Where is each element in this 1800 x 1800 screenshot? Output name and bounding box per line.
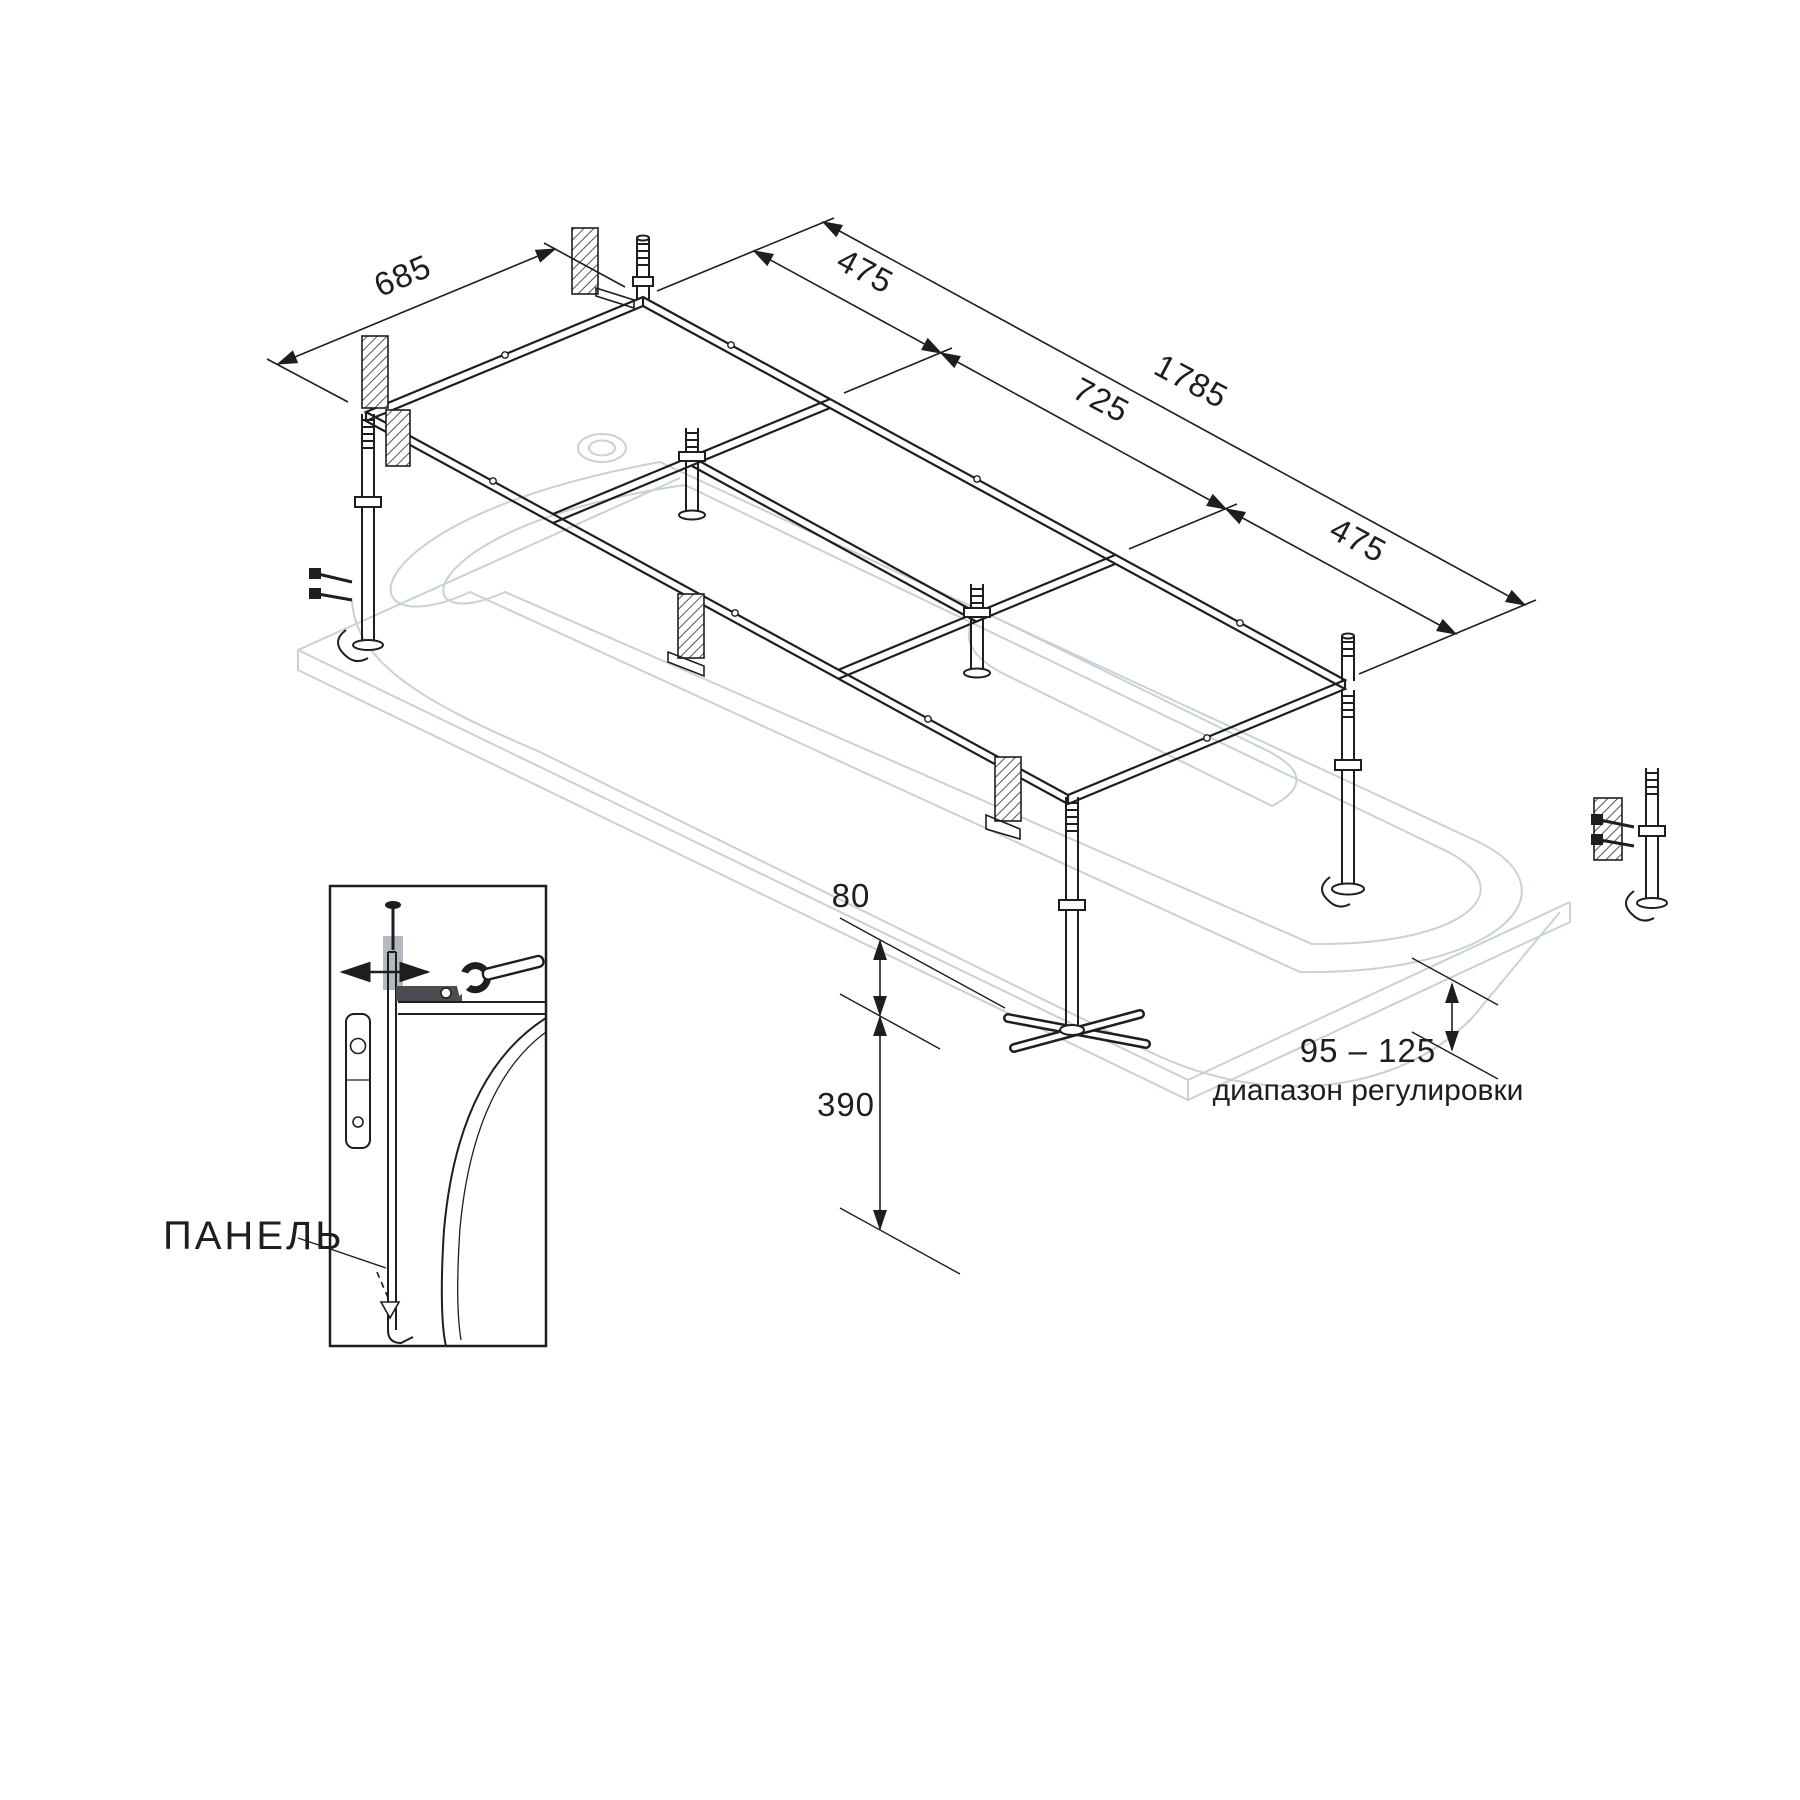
leg-corner-right [1321,632,1365,908]
dim-range-label: 95 – 125 [1300,1032,1436,1069]
floor-slab [297,477,1571,1102]
leg-center-1 [678,428,706,521]
screw-icon [385,901,401,950]
leg-corner-left [309,414,384,662]
panel-leader-line [297,1237,387,1269]
dim-390-label: 390 [817,1086,875,1123]
leg-corner-top [632,234,654,299]
drain-icon [577,433,627,463]
dim-1785-line [821,221,1527,606]
rim-clamp-right [1591,768,1668,922]
legs [309,234,1668,1053]
wrench-icon [452,954,545,997]
bolt-icon [440,987,452,999]
bracket-bar [396,986,462,1001]
dimensions [266,217,1537,1275]
dim-80-label: 80 [832,877,871,914]
dim-range-caption: диапазон регулировки [1213,1074,1524,1107]
bathtub-outline [351,433,1561,1088]
panel-label: ПАНЕЛЬ [163,1214,345,1258]
panel-arrow-icon [379,1301,401,1320]
dim-685-line [276,248,557,365]
leg-front [1003,797,1151,1053]
level-icon [345,1013,371,1149]
detail-inset [297,884,548,1348]
